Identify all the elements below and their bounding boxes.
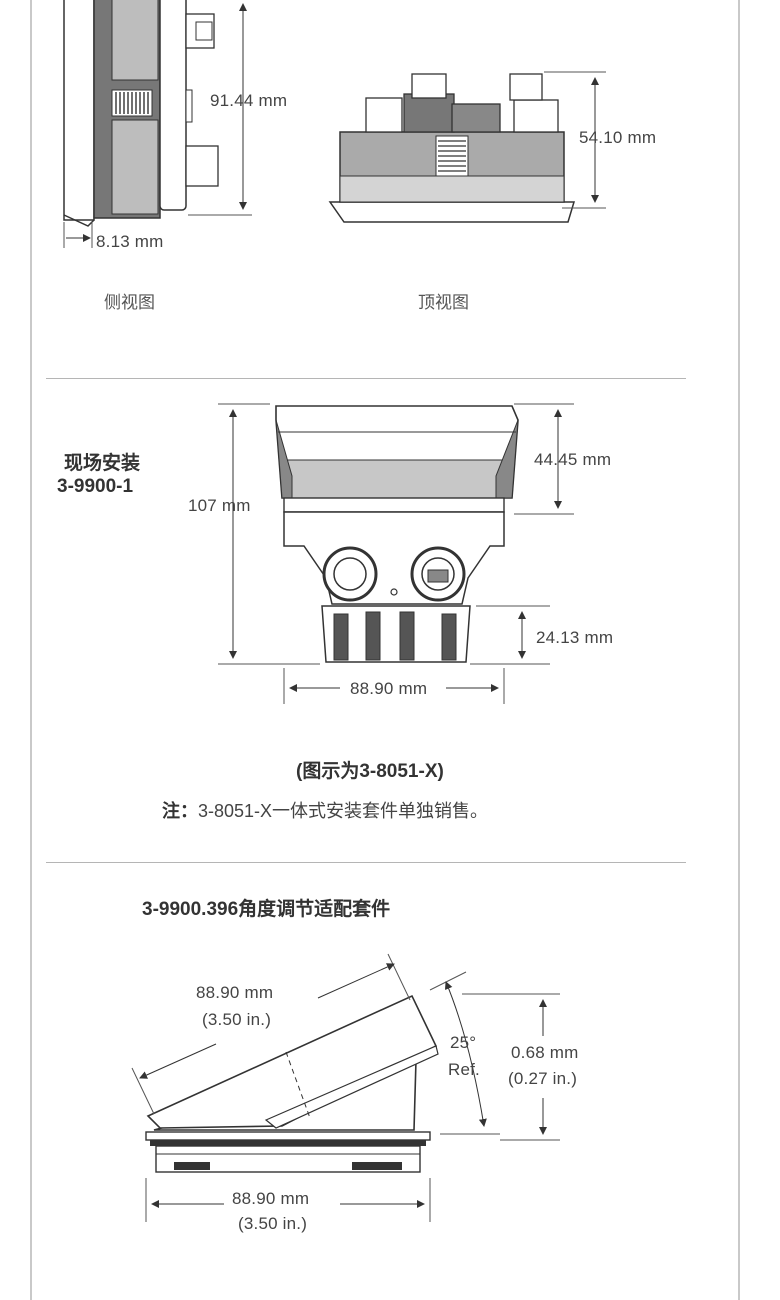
note: 注：3-8051-X一体式安装套件单独销售。	[162, 797, 488, 823]
total-height-dimension: 107 mm	[188, 496, 251, 515]
page-frame-right	[738, 0, 740, 1300]
top-view-label: 顶视图	[418, 293, 469, 312]
section-divider	[46, 862, 686, 863]
angle-ref: Ref.	[448, 1060, 480, 1079]
lower-height-dimension: 24.13 mm	[536, 628, 614, 647]
shown-as-caption: (图示为3-8051-X)	[296, 761, 444, 782]
angle-adapter-title: 3-9900.396角度调节适配套件	[142, 899, 391, 920]
slope-dimension-mm: 88.90 mm	[196, 983, 274, 1002]
slope-dimension-in: (3.50 in.)	[202, 1010, 272, 1029]
field-mount-title: 现场安装	[64, 453, 141, 474]
field-mount-part-number: 3-9900-1	[57, 476, 134, 497]
field-mount-drawing	[218, 403, 574, 704]
height-dimension-mm: 0.68 mm	[511, 1043, 579, 1062]
top-view-drawing	[328, 71, 606, 223]
page-frame-left	[30, 0, 32, 1300]
angle-adapter-drawing	[131, 953, 560, 1222]
height-dimension-in: (0.27 in.)	[508, 1069, 578, 1088]
side-view-drawing	[63, 0, 252, 248]
side-depth-dimension: 8.13 mm	[96, 232, 164, 251]
angle-value: 25°	[450, 1033, 477, 1052]
base-dimension-mm: 88.90 mm	[232, 1189, 310, 1208]
width-dimension: 88.90 mm	[350, 679, 428, 698]
upper-height-dimension: 44.45 mm	[534, 450, 612, 469]
base-dimension-in: (3.50 in.)	[238, 1214, 308, 1233]
note-prefix: 注：	[162, 801, 198, 821]
side-height-dimension: 91.44 mm	[210, 91, 288, 110]
note-text: 3-8051-X一体式安装套件单独销售。	[198, 801, 489, 821]
top-height-dimension: 54.10 mm	[579, 128, 657, 147]
section-divider	[46, 378, 686, 379]
side-view-label: 侧视图	[104, 293, 155, 312]
